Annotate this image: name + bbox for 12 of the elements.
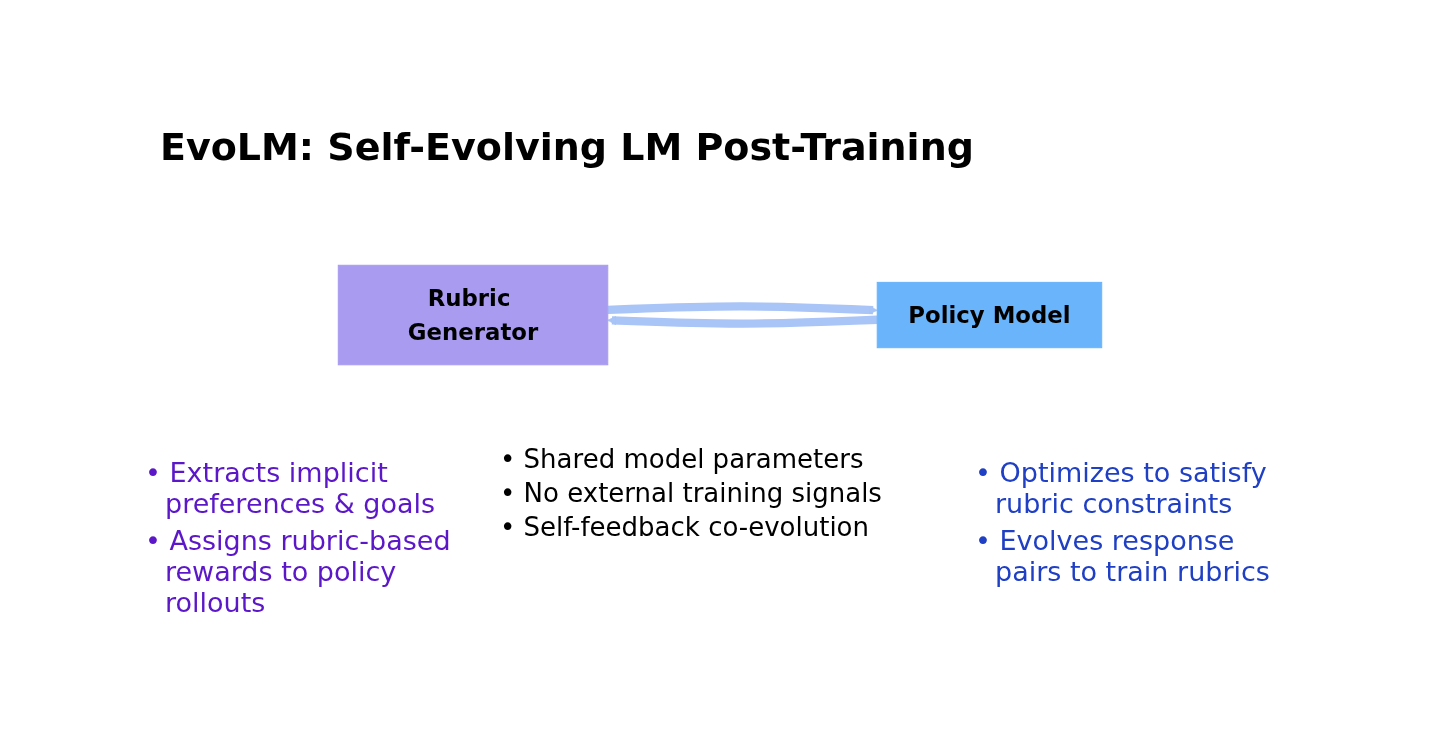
bullet-point: • Shared model parameters <box>500 444 865 474</box>
process-box: Policy Model <box>876 281 1103 349</box>
bullet-point: • Assigns rubric-based rewards to policy rollouts <box>145 525 452 618</box>
bullet-point: • Evolves response pairs to train rubrics <box>975 525 1271 587</box>
diagram-title: EvoLM: Self-Evolving LM Post-Training <box>160 125 974 169</box>
bullet-point: • No external training signals <box>500 478 883 508</box>
bullet-point: • Optimizes to satisfy rubric constraints <box>975 457 1268 519</box>
arrow <box>607 302 878 315</box>
process-box: Rubric Generator <box>337 264 609 366</box>
arrow <box>607 315 878 328</box>
bullet-point: • Extracts implicit preferences & goals <box>145 457 437 519</box>
bullet-point: • Self-feedback co-evolution <box>500 512 870 542</box>
